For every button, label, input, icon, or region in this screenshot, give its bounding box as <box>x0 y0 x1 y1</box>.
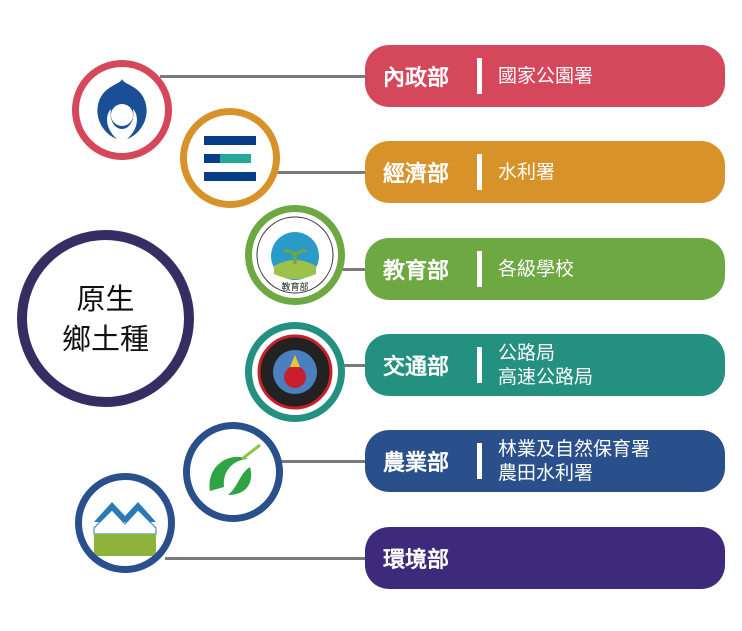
svg-text:教育部: 教育部 <box>281 281 308 293</box>
connector-line <box>270 171 365 174</box>
connector-line <box>275 460 365 463</box>
highway-bureau-logo <box>245 322 345 422</box>
sub-agency: 各級學校 <box>498 258 575 280</box>
dept-label: 環境部 <box>383 548 450 573</box>
dept-label: 經濟部 <box>383 162 450 187</box>
connector-line <box>340 364 365 367</box>
sub-agency: 水利署 <box>498 161 556 183</box>
dept-label: 交通部 <box>383 355 450 380</box>
ministry-environment-logo <box>75 473 175 573</box>
agency-pill-transport: 交通部 公路局高速公路局 <box>365 334 725 396</box>
water-resources-logo <box>180 108 280 208</box>
ministry-interior-logo <box>72 60 172 160</box>
agency-pill-interior: 內政部 國家公園署 <box>365 45 725 107</box>
divider <box>477 58 482 94</box>
sub-agency: 公路局 <box>498 342 556 364</box>
divider <box>477 154 482 190</box>
connector-line <box>160 75 365 78</box>
ministry-agriculture-logo <box>183 422 283 522</box>
agency-pill-environment: 環境部 <box>365 527 725 589</box>
divider <box>477 443 482 479</box>
divider <box>477 347 482 383</box>
sub-agency: 農田水利署 <box>498 462 594 484</box>
agency-pill-education: 教育部 各級學校 <box>365 238 725 300</box>
center-circle: 原生鄉土種 <box>17 230 194 407</box>
agency-pill-agriculture: 農業部 林業及自然保育署農田水利署 <box>365 430 725 492</box>
sub-agency: 林業及自然保育署 <box>498 438 651 460</box>
ministry-education-logo: 教育部 <box>245 205 345 305</box>
connector-line <box>340 268 365 271</box>
divider <box>477 251 482 287</box>
center-title-line1: 原生 <box>76 281 135 316</box>
dept-label: 農業部 <box>383 451 450 476</box>
dept-label: 內政部 <box>383 66 450 91</box>
sub-agency: 高速公路局 <box>498 366 594 388</box>
center-title-line2: 鄉土種 <box>61 321 149 356</box>
agency-pill-economic: 經濟部 水利署 <box>365 141 725 203</box>
connector-line <box>165 557 365 560</box>
dept-label: 教育部 <box>383 259 450 284</box>
sub-agency: 國家公園署 <box>498 65 594 87</box>
